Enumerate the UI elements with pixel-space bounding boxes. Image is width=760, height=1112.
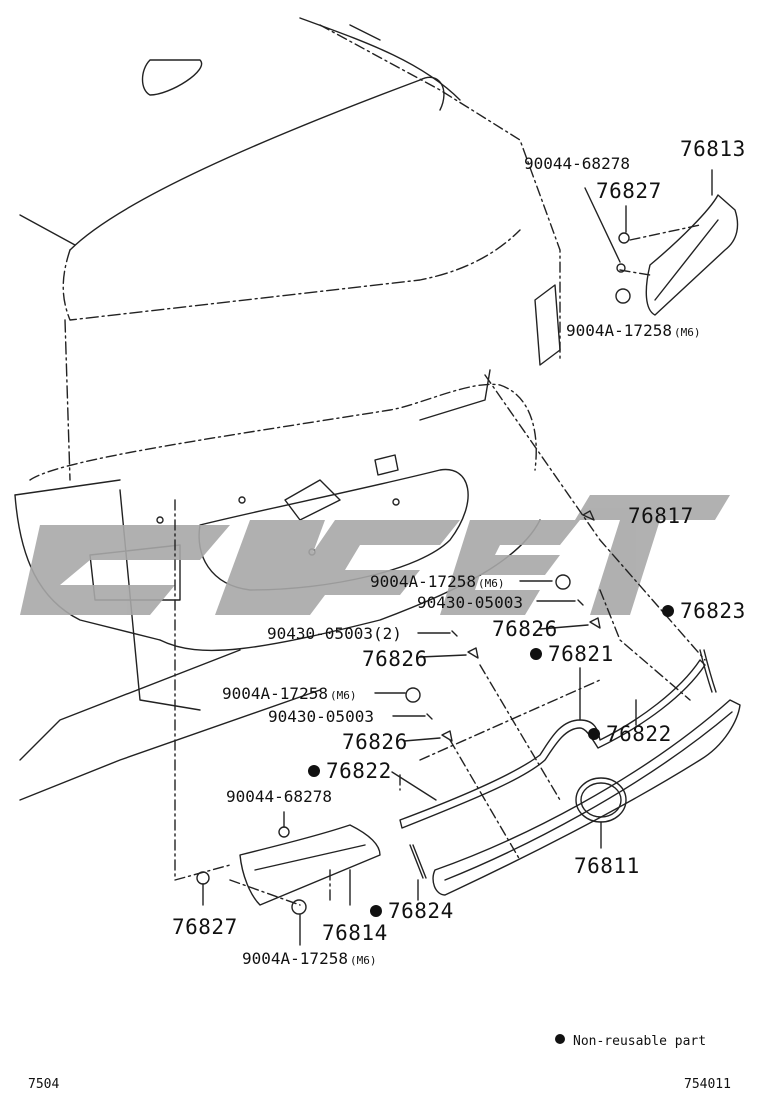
end-cap-76814 [239, 824, 381, 946]
end-cap-76813 [645, 169, 739, 316]
non-reusable-dot [662, 605, 674, 617]
callout-76822-right: 76822 [588, 723, 672, 745]
callout-90430-05003-2: 90430-05003(2) [267, 624, 402, 643]
callout-76827-upper: 76827 [596, 179, 662, 203]
back-door-garnish-76811 [432, 699, 741, 896]
clips-76826 [374, 510, 601, 801]
non-reusable-dot [588, 728, 600, 740]
callout-76824: 76824 [370, 900, 454, 922]
callout-90430-05003-mid1: 90430-05003 [417, 593, 523, 612]
legend-marker [555, 1034, 565, 1044]
page-code-right: 754011 [684, 1077, 731, 1092]
callout-76814: 76814 [322, 921, 388, 945]
callout-76827-lower: 76827 [172, 915, 238, 939]
garnish-molding-76821 [399, 659, 706, 829]
lower-fasteners [196, 811, 307, 915]
watermark-logo [20, 495, 730, 615]
vehicle-rear-body [14, 17, 561, 801]
legend-text: Non-reusable part [573, 1034, 707, 1049]
callout-9004a-17258-upper: 9004A-17258(M6) [566, 321, 701, 340]
callout-90044-68278-upper: 90044-68278 [524, 154, 630, 173]
callout-76822-left: 76822 [308, 760, 392, 782]
callout-76813: 76813 [680, 137, 746, 161]
strip-76823 [699, 649, 717, 693]
callout-9004a-17258-mid2: 9004A-17258(M6) [222, 684, 357, 703]
legend: Non-reusable part [555, 1033, 706, 1051]
callout-9004a-17258-lower: 9004A-17258(M6) [242, 949, 377, 968]
callout-76826-1: 76826 [492, 617, 558, 641]
callout-76821: 76821 [530, 643, 614, 665]
callout-90430-05003-mid2: 90430-05003 [268, 707, 374, 726]
non-reusable-dot [370, 905, 382, 917]
callout-76826-2: 76826 [362, 647, 428, 671]
callout-76811: 76811 [574, 854, 640, 878]
strip-76824 [409, 844, 427, 901]
callout-76823: 76823 [662, 600, 746, 622]
non-reusable-dot [308, 765, 320, 777]
upper-fasteners [584, 187, 631, 304]
non-reusable-dot [530, 648, 542, 660]
callout-76826-3: 76826 [342, 730, 408, 754]
callout-90044-68278-lower: 90044-68278 [226, 787, 332, 806]
callout-76817: 76817 [628, 504, 694, 528]
callout-9004a-17258-mid1: 9004A-17258(M6) [370, 572, 505, 591]
page-code-left: 7504 [28, 1077, 60, 1092]
